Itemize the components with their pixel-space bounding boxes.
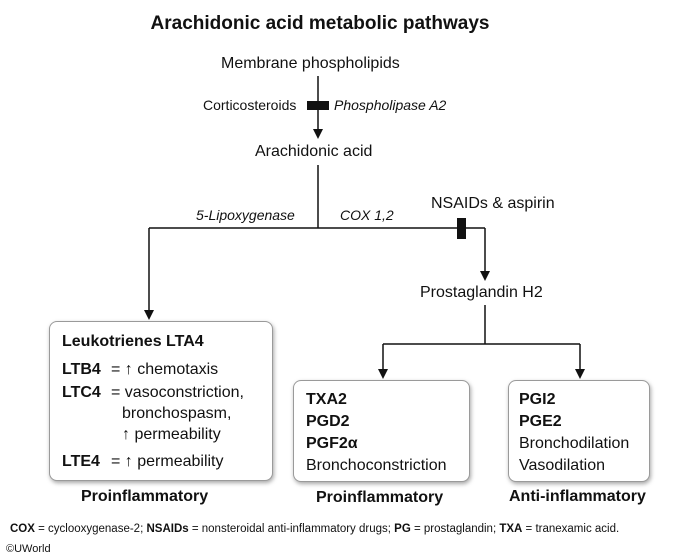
footnote-key-txa: TXA <box>499 523 523 535</box>
nsaids-label: NSAIDs & aspirin <box>431 195 555 212</box>
footnote-val-txa: = tranexamic acid. <box>522 523 620 535</box>
footnote-key-pg: PG <box>394 523 411 535</box>
corticosteroid-block-bar <box>307 101 329 110</box>
corticosteroids-label: Corticosteroids <box>203 97 297 113</box>
ltc4-effect-3: ↑ permeability <box>122 426 221 443</box>
txa2-label: TXA2 <box>306 391 347 408</box>
pgi2-label: PGI2 <box>519 391 556 408</box>
bronchoconstriction-label: Bronchoconstriction <box>306 457 447 474</box>
cox-label: COX 1,2 <box>340 207 394 223</box>
proinflammatory-caption: Proinflammatory <box>316 489 444 506</box>
lte4-label: LTE4 <box>62 453 100 470</box>
leukotrienes-caption: Proinflammatory <box>81 488 209 505</box>
footnote-val-pg: = prostaglandin; <box>410 523 500 535</box>
footnote-val-nsaids: = nonsteroidal anti-inflammatory drugs; <box>188 523 395 535</box>
proinflammatory-prostanoids-box: TXA2 PGD2 PGF2α Bronchoconstriction <box>293 380 470 482</box>
bronchodilation-label: Bronchodilation <box>519 435 630 452</box>
ltb4-effect: = ↑ chemotaxis <box>111 361 219 378</box>
footnote-key-cox: COX <box>10 523 35 535</box>
footnote-key-nsaids: NSAIDs <box>146 523 189 535</box>
pgd2-label: PGD2 <box>306 413 350 430</box>
ltb4-label: LTB4 <box>62 361 101 378</box>
membrane-phospholipids-label: Membrane phospholipids <box>221 55 400 72</box>
phospholipase-label: Phospholipase A2 <box>334 97 447 113</box>
page-title: Arachidonic acid metabolic pathways <box>150 13 490 34</box>
anti-inflammatory-prostanoids-box: PGI2 PGE2 Bronchodilation Vasodilation <box>508 380 650 482</box>
lipoxygenase-label: 5-Lipoxygenase <box>196 207 295 223</box>
ltc4-effect-2: bronchospasm, <box>122 405 232 422</box>
nsaid-block-bar <box>457 218 466 239</box>
leukotrienes-box: Leukotrienes LTA4 LTB4 = ↑ chemotaxis LT… <box>49 321 273 481</box>
ltc4-effect-1: = vasoconstriction, <box>111 384 244 401</box>
prostaglandin-h2-label: Prostaglandin H2 <box>420 284 543 301</box>
pge2-label: PGE2 <box>519 413 562 430</box>
lte4-effect: = ↑ permeability <box>111 453 224 470</box>
arachidonic-acid-label: Arachidonic acid <box>255 143 373 160</box>
footnote-val-cox: = cyclooxygenase-2; <box>34 523 147 535</box>
vasodilation-label: Vasodilation <box>519 457 605 474</box>
anti-inflammatory-caption: Anti-inflammatory <box>509 488 646 505</box>
pgf2a-label: PGF2α <box>306 435 358 452</box>
copyright-label: ©UWorld <box>6 543 51 555</box>
abbreviation-footnote: COX = cyclooxygenase-2; NSAIDs = nonster… <box>10 523 619 535</box>
ltc4-label: LTC4 <box>62 384 101 401</box>
leukotrienes-header: Leukotrienes LTA4 <box>62 333 204 350</box>
